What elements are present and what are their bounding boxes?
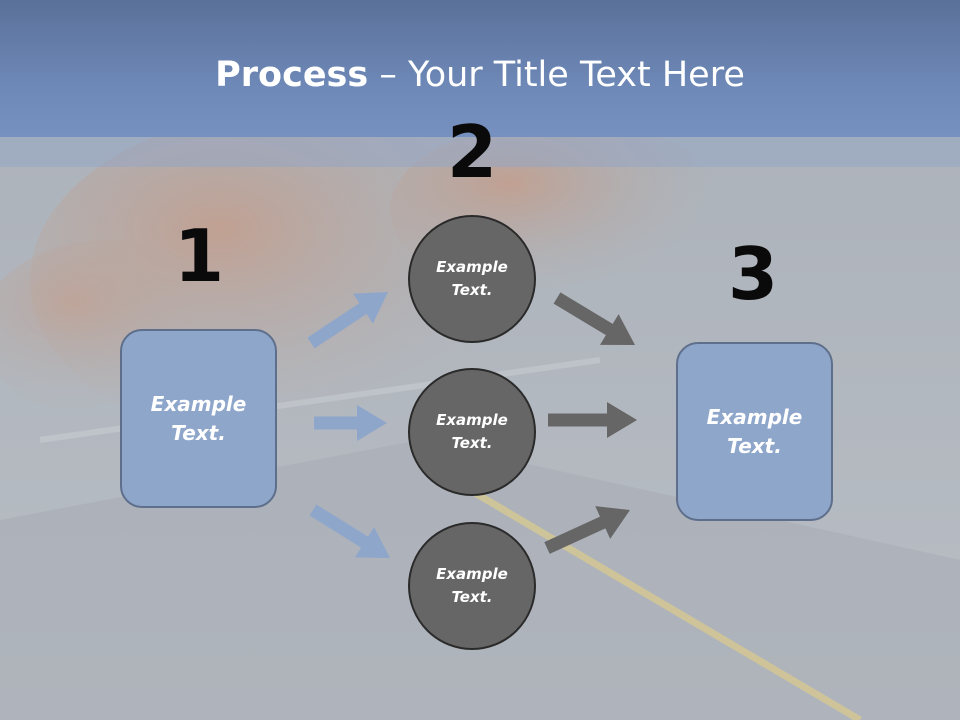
left-box-text: Example Text. bbox=[150, 391, 247, 445]
circle-bottom-text: Example Text. bbox=[436, 565, 508, 606]
right-box-text: Example Text. bbox=[706, 404, 803, 458]
title-band bbox=[0, 0, 960, 137]
right-process-box[interactable]: Example Text. bbox=[676, 342, 833, 521]
circle-top[interactable]: Example Text. bbox=[408, 215, 536, 343]
circle-middle-text: Example Text. bbox=[436, 411, 508, 452]
title-strip bbox=[0, 137, 960, 167]
left-process-box[interactable]: Example Text. bbox=[120, 329, 277, 508]
circle-bottom[interactable]: Example Text. bbox=[408, 522, 536, 650]
title-bold: Process bbox=[215, 55, 369, 95]
title-rest: – Your Title Text Here bbox=[368, 55, 745, 95]
step-number-2: 2 bbox=[446, 110, 498, 194]
step-number-1: 1 bbox=[173, 214, 225, 298]
step-number-3: 3 bbox=[727, 232, 779, 316]
circle-top-text: Example Text. bbox=[436, 258, 508, 299]
slide-title[interactable]: Process – Your Title Text Here bbox=[0, 50, 960, 100]
circle-middle[interactable]: Example Text. bbox=[408, 368, 536, 496]
